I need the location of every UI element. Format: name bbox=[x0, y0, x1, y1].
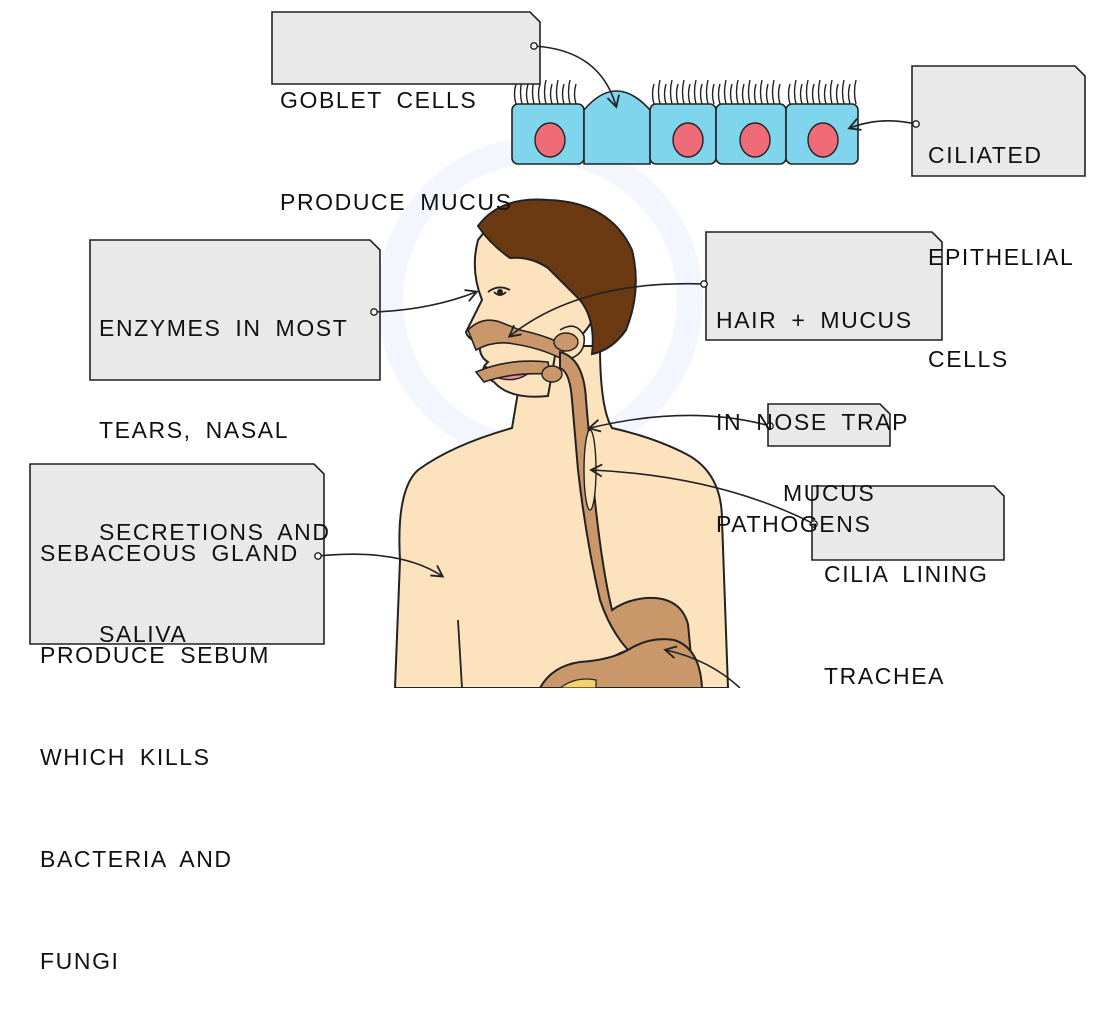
arrow-sebaceous bbox=[317, 553, 445, 578]
sebaceous-label-line: SEBACEOUS GLAND bbox=[40, 540, 299, 566]
body-defences-diagram bbox=[29, 11, 1086, 688]
cell-nuclei bbox=[534, 122, 839, 158]
ciliated-label-line: CELLS bbox=[928, 346, 1009, 372]
hair-mucus-label: HAIR + MUCUS IN NOSE TRAP PATHOGENS bbox=[716, 235, 913, 575]
tonsil bbox=[553, 332, 579, 352]
mucus-label-line: MUCUS bbox=[783, 480, 876, 506]
hair-mucus-label-line: IN NOSE TRAP bbox=[716, 409, 910, 435]
leader-arrows bbox=[317, 45, 917, 688]
label-box-cilia bbox=[811, 485, 1005, 561]
arrow-enzymes bbox=[373, 289, 479, 313]
arrow-hair-mucus bbox=[507, 282, 705, 338]
ciliated-label-line: CILIATED bbox=[928, 142, 1043, 168]
nucleus bbox=[739, 122, 771, 158]
stomach-acid bbox=[558, 678, 597, 688]
arrow-stomach bbox=[663, 645, 741, 688]
sebaceous-label-line: PRODUCE SEBUM bbox=[40, 642, 270, 668]
sebaceous-label: SEBACEOUS GLAND PRODUCE SEBUM WHICH KILL… bbox=[40, 468, 299, 1012]
leader-dots bbox=[314, 42, 920, 560]
label-box-enzymes bbox=[89, 239, 381, 381]
goblet-cell bbox=[583, 90, 651, 165]
pupil bbox=[497, 289, 503, 295]
enzymes-label-line: SECRETIONS AND bbox=[99, 519, 331, 545]
sebaceous-label-line: WHICH KILLS bbox=[40, 744, 211, 770]
goblet-label: GOBLET CELLS PRODUCE MUCUS bbox=[280, 15, 513, 253]
label-box-goblet bbox=[271, 11, 541, 85]
mucus-label: MUCUS bbox=[783, 408, 875, 544]
hair-mucus-label-line: PATHOGENS bbox=[716, 511, 872, 537]
label-box-hair-mucus bbox=[705, 231, 943, 341]
enzymes-label-line: TEARS, NASAL bbox=[99, 417, 290, 443]
label-box-ciliated bbox=[911, 65, 1086, 177]
label-box-mucus bbox=[767, 403, 891, 447]
goblet-label-line: GOBLET CELLS bbox=[280, 87, 478, 113]
cilia-label-line: CILIA LINING bbox=[824, 561, 989, 587]
label-box-sebaceous bbox=[29, 463, 325, 645]
arrow-goblet bbox=[533, 45, 620, 109]
stomach bbox=[538, 638, 704, 688]
arrow-mucus bbox=[587, 414, 771, 433]
nucleus bbox=[534, 122, 566, 158]
trachea-oesophagus bbox=[559, 350, 696, 688]
cilia-tufts bbox=[513, 79, 857, 105]
epithelium-strip bbox=[511, 79, 859, 165]
enzymes-label-line: ENZYMES IN MOST bbox=[99, 315, 349, 341]
hair-mucus-label-line: HAIR + MUCUS bbox=[716, 307, 913, 333]
goblet-label-line: PRODUCE MUCUS bbox=[280, 189, 513, 215]
sebaceous-label-line: BACTERIA AND bbox=[40, 846, 233, 872]
nucleus bbox=[672, 122, 704, 158]
enzymes-label-line: SALIVA bbox=[99, 621, 188, 647]
tonsil bbox=[541, 365, 563, 383]
ciliated-label-line: EPITHELIAL bbox=[928, 244, 1075, 270]
sebaceous-label-line: FUNGI bbox=[40, 948, 120, 974]
arrow-ciliated bbox=[847, 118, 917, 131]
enzymes-label: ENZYMES IN MOST TEARS, NASAL SECRETIONS … bbox=[99, 243, 348, 685]
cilia-label-line: TRACHEA bbox=[824, 663, 946, 689]
human-figure bbox=[393, 198, 730, 688]
ciliated-label: CILIATED EPITHELIAL CELLS bbox=[928, 70, 1074, 410]
hair bbox=[476, 198, 637, 356]
nucleus bbox=[807, 122, 839, 158]
cilia-label: CILIA LINING TRACHEA bbox=[824, 489, 989, 727]
arrow-cilia bbox=[589, 463, 815, 525]
